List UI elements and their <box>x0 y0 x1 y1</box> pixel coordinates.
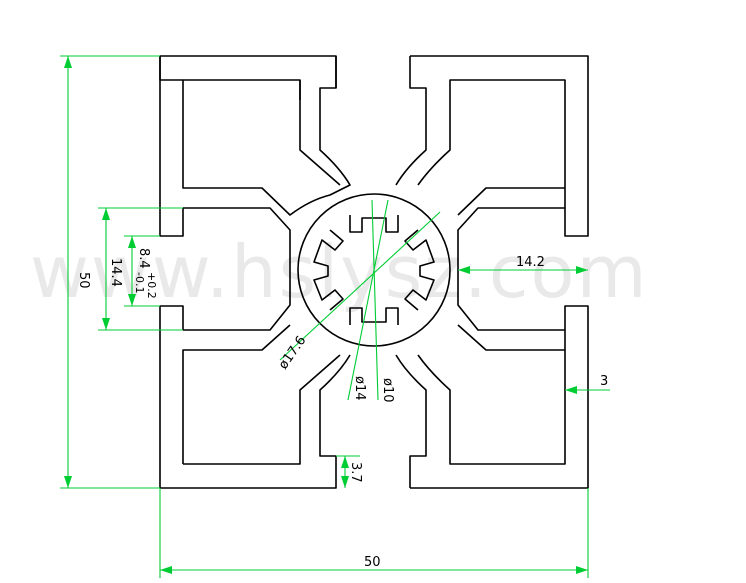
label-slot-inner: 8.4 <box>136 248 151 269</box>
label-slot-depth: 14.2 <box>516 255 545 270</box>
label-lip: 3.7 <box>348 462 363 483</box>
center-hub <box>297 193 451 347</box>
profile-outline <box>159 55 589 489</box>
label-dia-small: ø10 <box>380 378 395 403</box>
label-slot-tol-minus: -0.1 <box>133 272 146 293</box>
label-width: 50 <box>364 555 381 570</box>
label-wall: 3 <box>600 374 608 389</box>
label-height: 50 <box>76 272 91 289</box>
label-slot-outer: 14.4 <box>108 258 123 287</box>
label-dia-large: ø17.6 <box>276 333 309 372</box>
label-slot-tol-plus: +0.2 <box>145 272 158 299</box>
dimension-lines <box>60 55 610 578</box>
label-dia-mid: ø14 <box>352 376 367 401</box>
dimension-arrows <box>64 56 588 574</box>
